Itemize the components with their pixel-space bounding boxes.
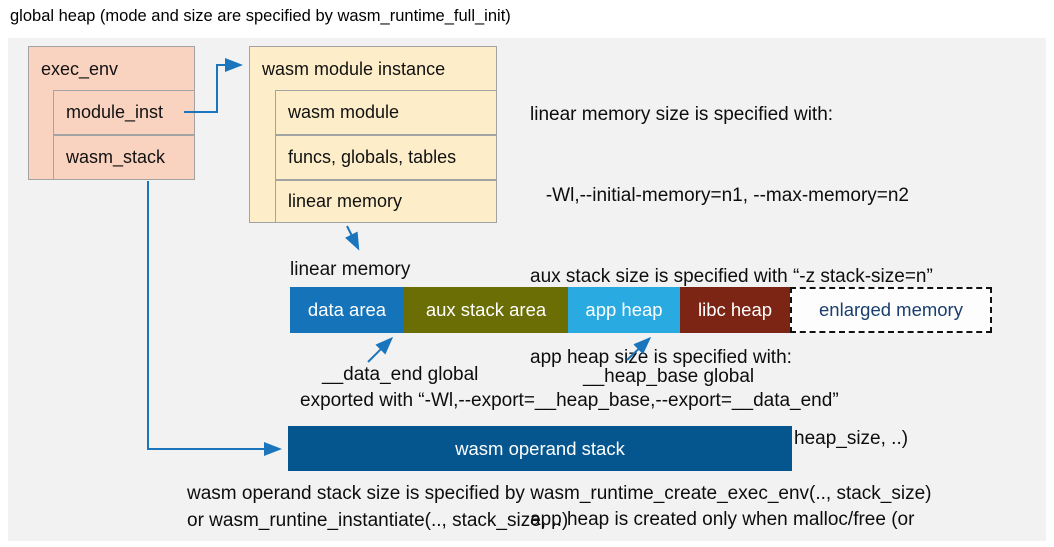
exec-env-field-wasm-stack: wasm_stack: [53, 135, 195, 180]
module-instance-field-wasm-module: wasm module: [275, 90, 497, 135]
note-line: -Wl,--initial-memory=n1, --max-memory=n2: [530, 185, 909, 206]
segment-aux-stack-area: aux stack area: [404, 287, 568, 333]
exported-flags-label: exported with “-Wl,--export=__heap_base,…: [300, 390, 839, 411]
segment-data-area: data area: [290, 287, 404, 333]
linear-memory-label: linear memory: [290, 259, 411, 280]
diagram-title: global heap (mode and size are specified…: [10, 7, 511, 25]
segment-app-heap: app heap: [568, 287, 680, 333]
operand-stack-note-line: wasm operand stack size is specified by …: [187, 483, 932, 504]
exec-env-field-module-inst: module_inst: [53, 90, 195, 135]
note-line: app heap is created only when malloc/fre…: [530, 509, 915, 530]
module-instance-field-linear-memory: linear memory: [275, 180, 497, 223]
note-line: aux stack size is specified with “-z sta…: [530, 266, 933, 287]
note-line: linear memory size is specified with:: [530, 104, 834, 125]
exec-env-box: exec_env module_inst wasm_stack: [28, 46, 195, 180]
wasm-module-instance-header: wasm module instance: [262, 58, 446, 79]
segment-enlarged-memory: enlarged memory: [790, 287, 992, 333]
module-instance-field-funcs-globals-tables: funcs, globals, tables: [275, 135, 497, 180]
wasm-module-instance-box: wasm module instance wasm module funcs, …: [249, 46, 497, 223]
operand-stack-note-line: or wasm_runtine_instantiate(.., stack_si…: [187, 510, 569, 531]
heap-base-global-label: __heap_base global: [583, 366, 755, 387]
note-line: app heap size is specified with:: [530, 347, 792, 368]
segment-libc-heap: libc heap: [680, 287, 790, 333]
wasm-operand-stack-bar: wasm operand stack: [288, 426, 792, 471]
exec-env-header: exec_env: [41, 58, 119, 79]
data-end-global-label: __data_end global: [322, 364, 479, 385]
